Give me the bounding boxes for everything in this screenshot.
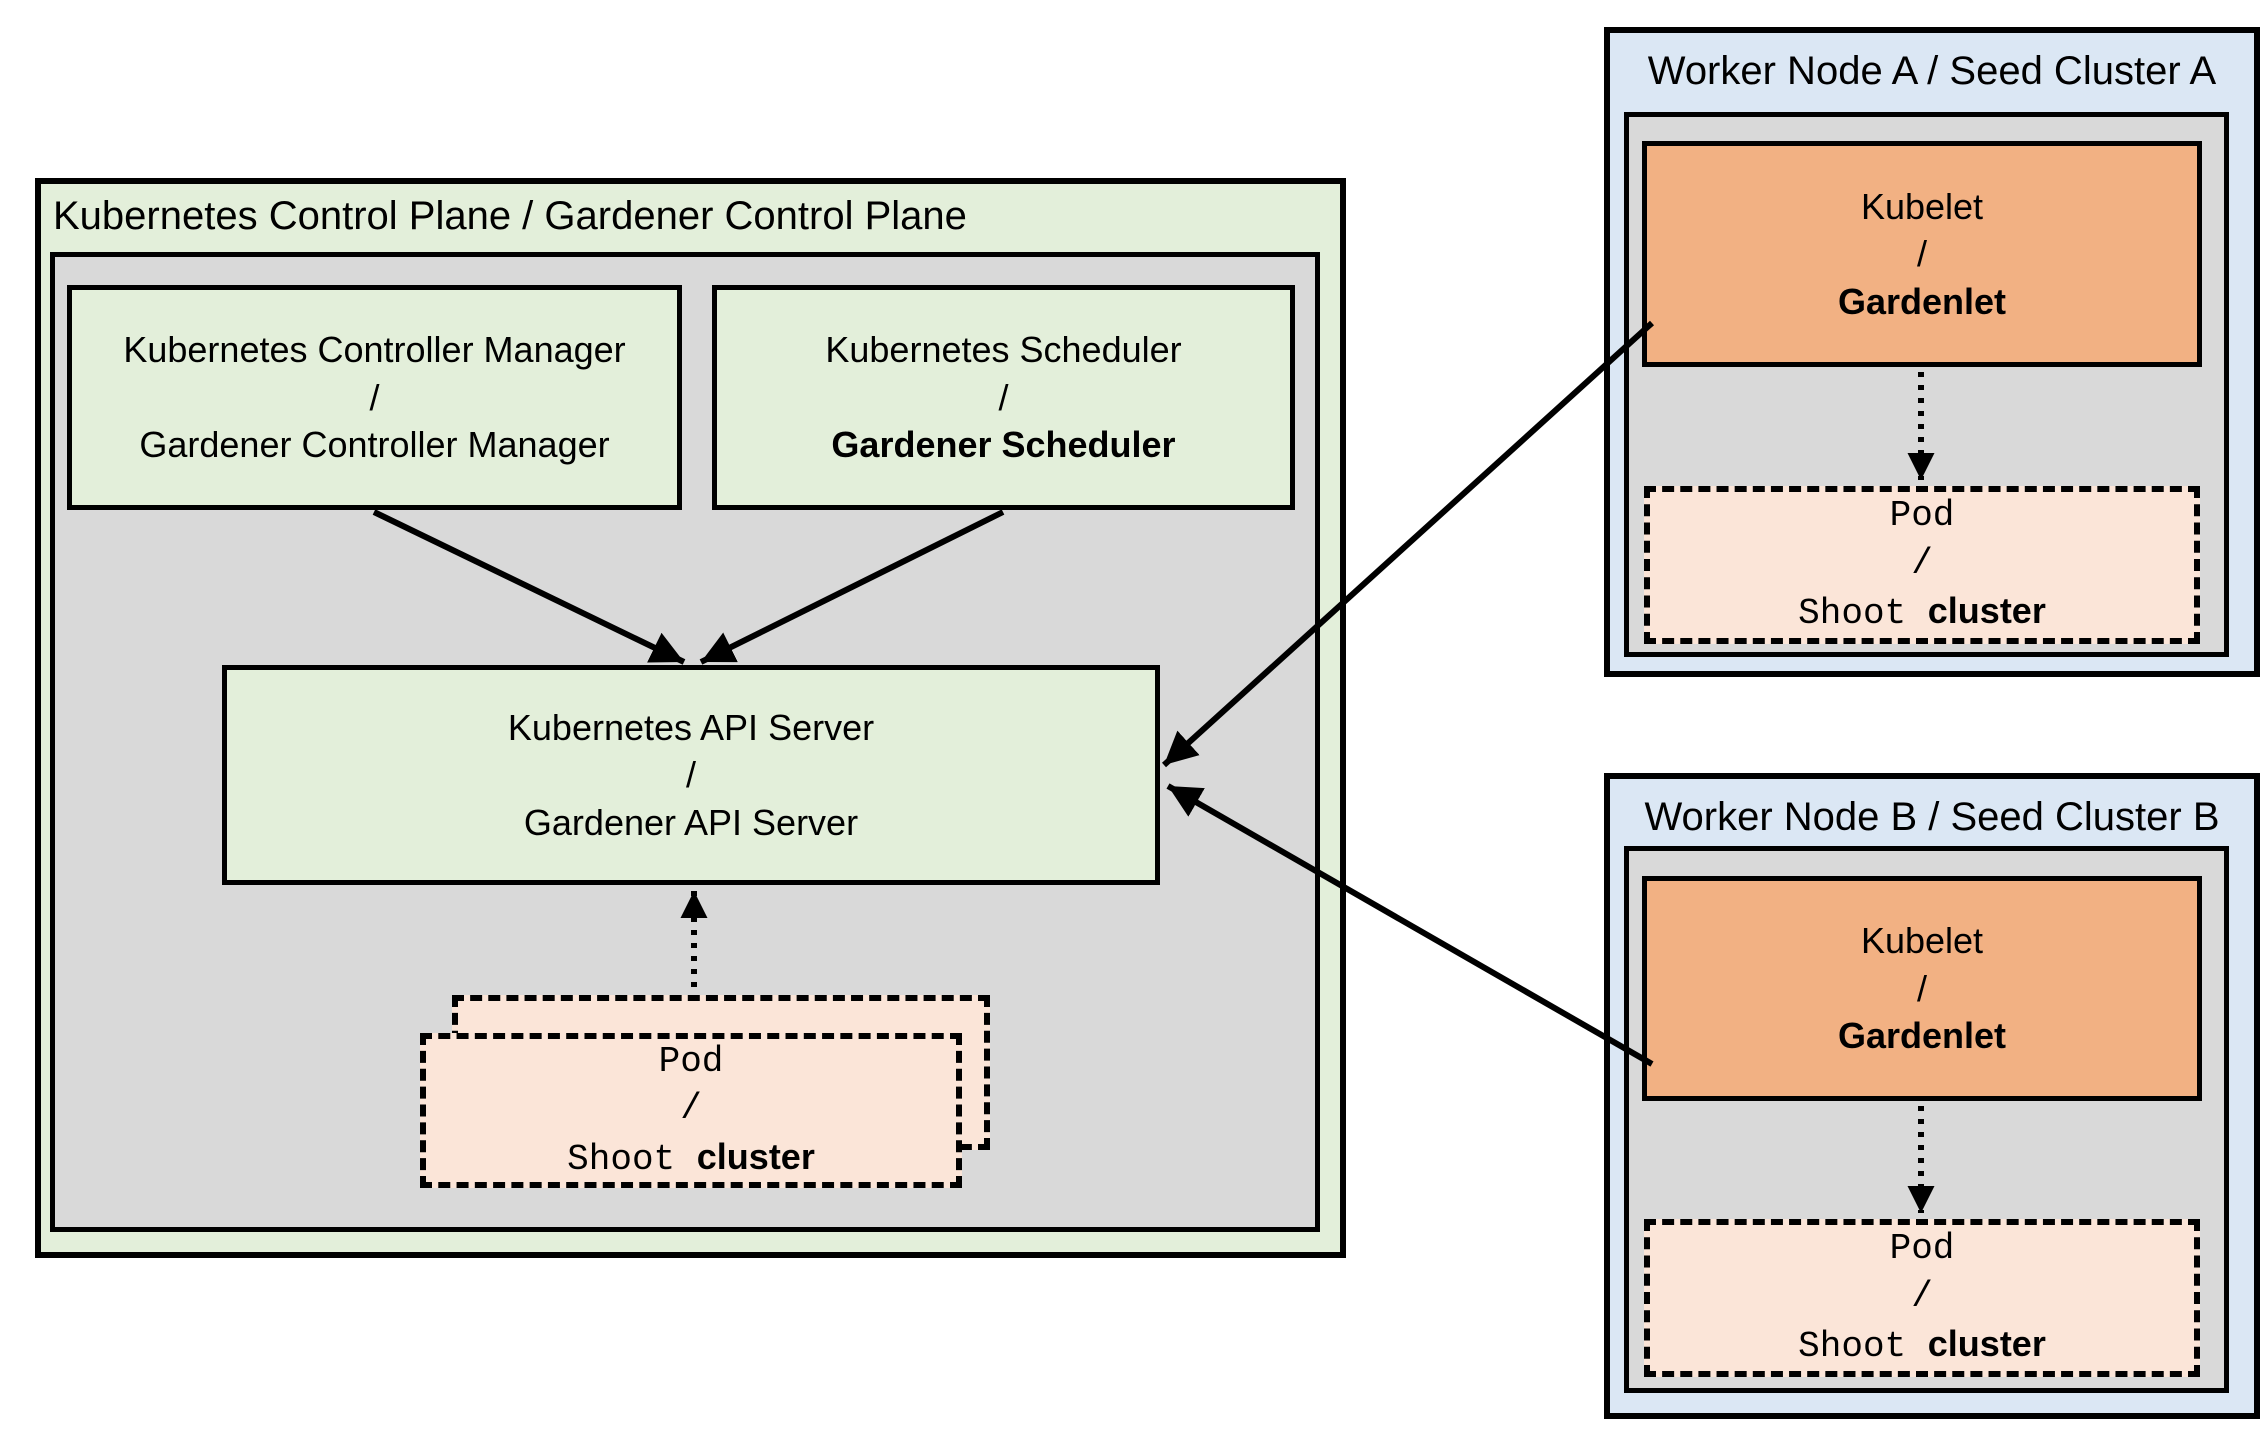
worker-b-kubelet-box: Kubelet / Gardenlet: [1642, 876, 2202, 1101]
controller-manager-line3: Gardener Controller Manager: [139, 424, 610, 466]
worker-b-pod-line3-cluster: cluster: [1927, 1323, 2046, 1365]
worker-a-kubelet-line1: Kubelet: [1860, 185, 1984, 227]
worker-node-b-title: Worker Node B / Seed Cluster B: [1644, 795, 2220, 839]
worker-b-kubelet-line3: Gardenlet: [1837, 1015, 2007, 1057]
worker-a-pod-box: Pod / Shoot cluster: [1644, 486, 2200, 644]
control-plane-title: Kubernetes Control Plane / Gardener Cont…: [53, 194, 967, 238]
api-server-slash: /: [685, 754, 696, 796]
pod-line1: Pod: [658, 1040, 724, 1082]
worker-b-pod-line1: Pod: [1889, 1228, 1955, 1270]
worker-a-pod-line1: Pod: [1889, 495, 1955, 537]
pod-line3: Shoot cluster: [567, 1133, 815, 1184]
worker-a-pod-line3-cluster: cluster: [1927, 590, 2046, 632]
api-server-line3: Gardener API Server: [523, 801, 859, 843]
scheduler-line1: Kubernetes Scheduler: [825, 329, 1182, 371]
controller-manager-slash: /: [369, 376, 380, 418]
worker-b-kubelet-line1: Kubelet: [1860, 920, 1984, 962]
worker-b-pod-box: Pod / Shoot cluster: [1644, 1219, 2200, 1377]
worker-a-pod-line3: Shoot cluster: [1798, 587, 2046, 638]
worker-node-a-title: Worker Node A / Seed Cluster A: [1647, 49, 2217, 93]
pod-line3-shoot: Shoot: [567, 1138, 676, 1180]
api-server-box: Kubernetes API Server / Gardener API Ser…: [222, 665, 1160, 885]
worker-b-pod-line3-shoot: Shoot: [1798, 1326, 1907, 1368]
controller-manager-box: Kubernetes Controller Manager / Gardener…: [67, 285, 682, 510]
worker-a-pod-line3-shoot: Shoot: [1798, 593, 1907, 635]
pod-shoot-box-front: Pod / Shoot cluster: [420, 1033, 962, 1188]
api-server-line1: Kubernetes API Server: [507, 706, 875, 748]
scheduler-box: Kubernetes Scheduler / Gardener Schedule…: [712, 285, 1295, 510]
worker-b-kubelet-slash: /: [1916, 967, 1927, 1009]
controller-manager-line1: Kubernetes Controller Manager: [123, 329, 626, 371]
worker-a-kubelet-line3: Gardenlet: [1837, 280, 2007, 322]
worker-a-kubelet-box: Kubelet / Gardenlet: [1642, 141, 2202, 367]
scheduler-slash: /: [998, 376, 1009, 418]
pod-slash: /: [680, 1088, 702, 1130]
worker-a-kubelet-slash: /: [1916, 233, 1927, 275]
worker-b-pod-slash: /: [1911, 1275, 1933, 1317]
pod-line3-cluster: cluster: [696, 1135, 815, 1177]
scheduler-line3: Gardener Scheduler: [831, 424, 1176, 466]
worker-a-pod-slash: /: [1911, 542, 1933, 584]
worker-b-pod-line3: Shoot cluster: [1798, 1320, 2046, 1371]
